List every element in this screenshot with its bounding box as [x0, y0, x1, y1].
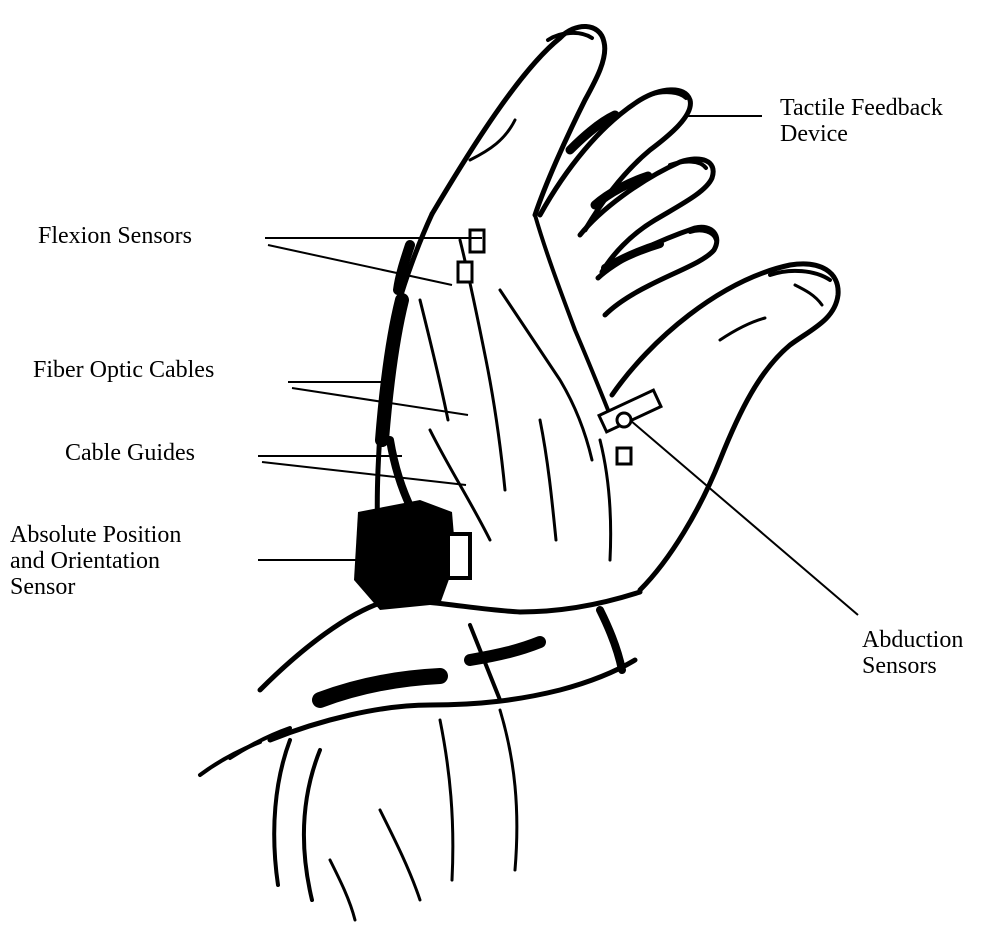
abduction-sensor-hardware [599, 390, 661, 464]
label-abduction-sensors: Abduction Sensors [862, 627, 963, 679]
label-line: Cable Guides [65, 440, 195, 466]
label-fiber-optic-cables: Fiber Optic Cables [33, 357, 214, 383]
index-finger [432, 26, 605, 215]
label-line: Sensors [862, 653, 963, 679]
label-line: Abduction [862, 627, 963, 653]
label-line: Device [780, 121, 943, 147]
leader-flexion-2 [268, 245, 452, 285]
little-finger [598, 227, 717, 315]
label-tactile-feedback-device: Tactile Feedback Device [780, 95, 943, 147]
leader-guides-2 [262, 462, 466, 485]
thumb [612, 264, 838, 590]
label-line: and Orientation [10, 548, 181, 574]
forearm-sleeve [274, 740, 290, 885]
label-line: Fiber Optic Cables [33, 357, 214, 383]
label-line: Sensor [10, 574, 181, 600]
label-line: Absolute Position [10, 522, 181, 548]
label-cable-guides: Cable Guides [65, 440, 195, 466]
label-line: Tactile Feedback [780, 95, 943, 121]
position-sensor-block [354, 500, 470, 610]
label-flexion-sensors: Flexion Sensors [38, 223, 192, 249]
wrist-cuff-top [260, 592, 640, 690]
hand-back-right [535, 215, 612, 420]
leader-abduction [630, 420, 858, 615]
label-line: Flexion Sensors [38, 223, 192, 249]
hand-drawing [200, 26, 838, 920]
label-absolute-position-sensor: Absolute Position and Orientation Sensor [10, 522, 181, 600]
